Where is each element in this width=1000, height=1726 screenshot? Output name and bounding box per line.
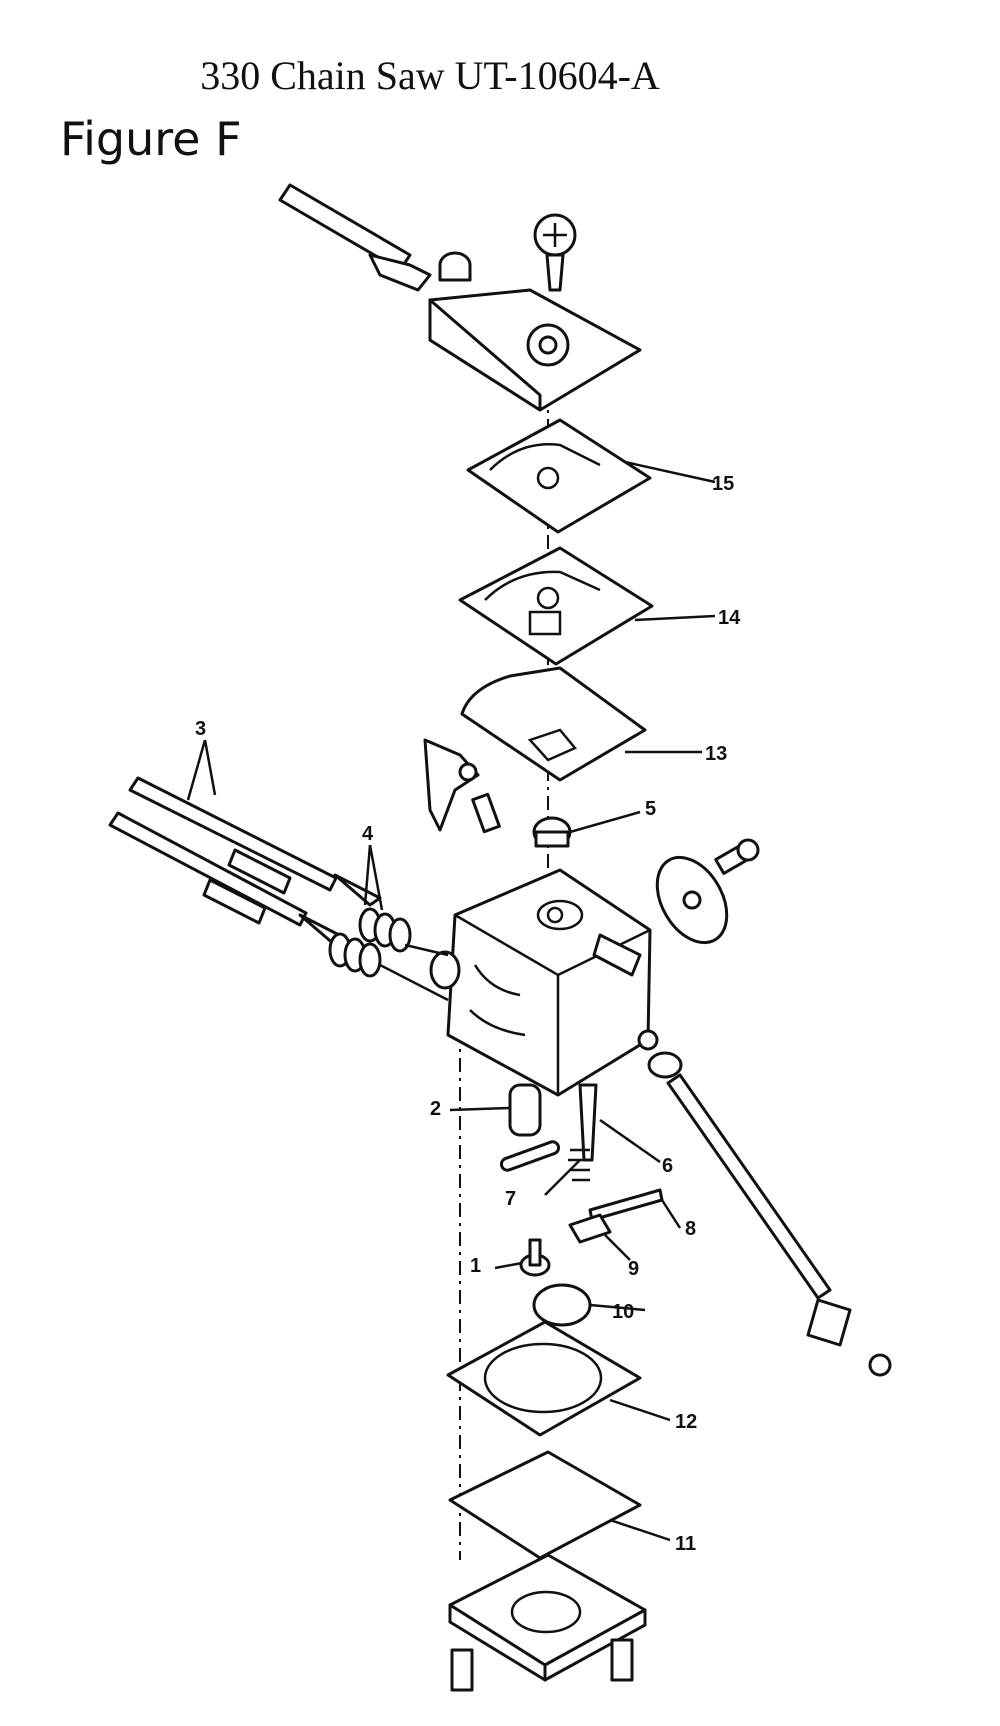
- bottom-cover: [448, 1553, 647, 1692]
- part-4-springs: [328, 907, 412, 978]
- callout-9: 9: [628, 1258, 639, 1280]
- part-9-lever: [568, 1213, 612, 1244]
- body-link-line-2: [379, 963, 449, 1002]
- callout-6: 6: [662, 1155, 673, 1177]
- callout-4: 4: [362, 823, 374, 845]
- callout-10: 10: [612, 1301, 634, 1323]
- callout-2: 2: [430, 1098, 441, 1120]
- bottom-screw-right: [610, 1638, 634, 1682]
- part-13-gasket: [460, 666, 647, 782]
- part-14-diaphragm: [458, 546, 654, 666]
- part-12-gasket: [446, 1320, 642, 1437]
- inlet-lever-parts: [423, 738, 501, 834]
- throttle-shaft: [647, 1051, 892, 1377]
- part-11-diaphragm: [448, 1450, 642, 1560]
- part-6-needle: [578, 1083, 598, 1162]
- part-5-plug: [532, 816, 572, 848]
- part-2-needle-valve: [499, 1083, 561, 1172]
- callout-7: 7: [505, 1188, 516, 1210]
- callout-leaders: [186, 460, 716, 1542]
- callout-12: 12: [675, 1411, 697, 1433]
- part-15-gasket: [466, 418, 652, 534]
- body-link-line: [404, 943, 449, 957]
- bottom-screw-left: [450, 1648, 474, 1692]
- carburetor-body: [429, 868, 659, 1097]
- part-1-screw: [519, 1238, 551, 1277]
- callout-8: 8: [685, 1218, 696, 1240]
- pump-cover-assembly: [278, 183, 642, 412]
- document-title: 330 Chain Saw UT-10604-A: [200, 53, 660, 98]
- callout-11: 11: [675, 1533, 696, 1555]
- callout-5: 5: [645, 798, 656, 820]
- part-10-disc: [532, 1283, 592, 1327]
- callout-1: 1: [470, 1255, 481, 1277]
- figure-label: Figure F: [60, 112, 242, 166]
- throttle-plate: [655, 838, 760, 945]
- part-3-adjustment-needles: [108, 776, 382, 947]
- callout-3: 3: [195, 718, 206, 740]
- callout-13: 13: [705, 743, 727, 765]
- callout-14: 14: [718, 607, 741, 629]
- callout-15: 15: [712, 473, 734, 495]
